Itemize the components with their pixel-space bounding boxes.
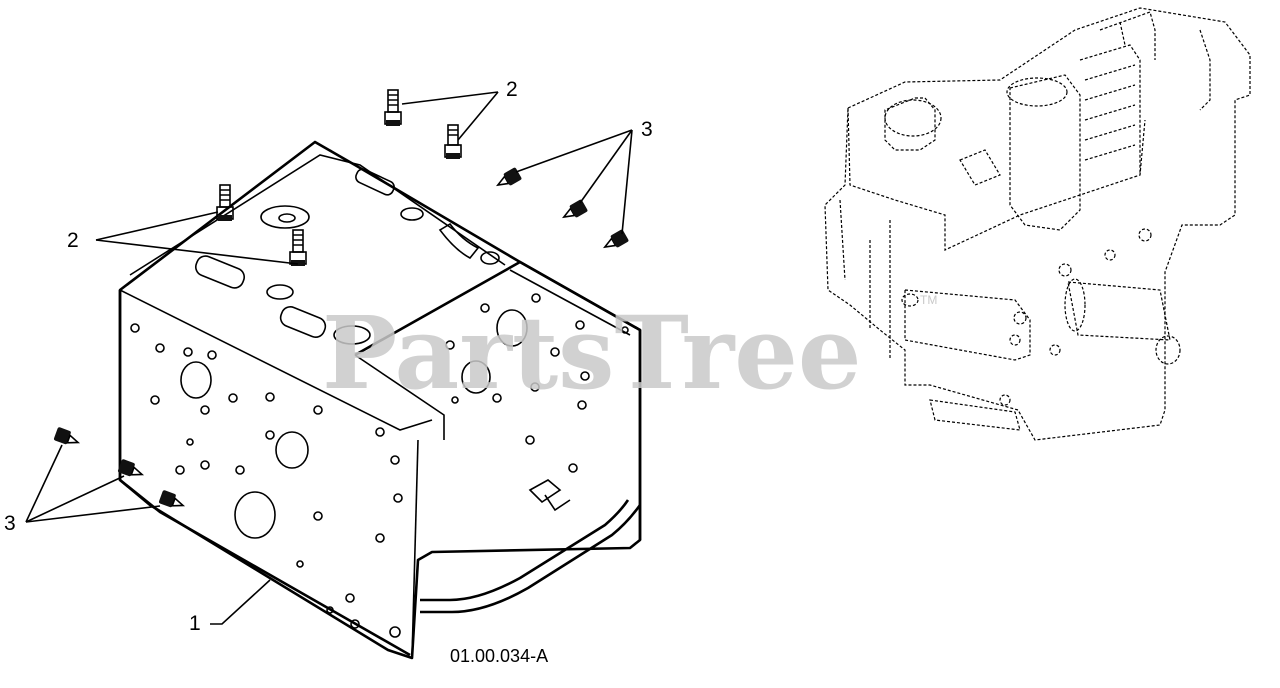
mounting-holes [130, 323, 403, 638]
right-face-holes [445, 293, 629, 473]
callout-3-top: 3 [641, 118, 653, 141]
engine-reference-outline [824, 7, 1251, 441]
figure-code: 01.00.034-A [450, 646, 548, 666]
watermark-text: PartsTree [322, 294, 862, 412]
stud-bolts [216, 89, 462, 266]
callout-1: 1 [189, 612, 201, 635]
leader-lines [25, 91, 633, 625]
hex-bolts [53, 167, 629, 508]
callout-2-top: 2 [506, 78, 518, 101]
callout-3-left: 3 [4, 512, 16, 535]
callout-2-left: 2 [67, 229, 79, 252]
watermark-trademark: TM [920, 293, 937, 307]
frame-bracket [118, 140, 642, 660]
